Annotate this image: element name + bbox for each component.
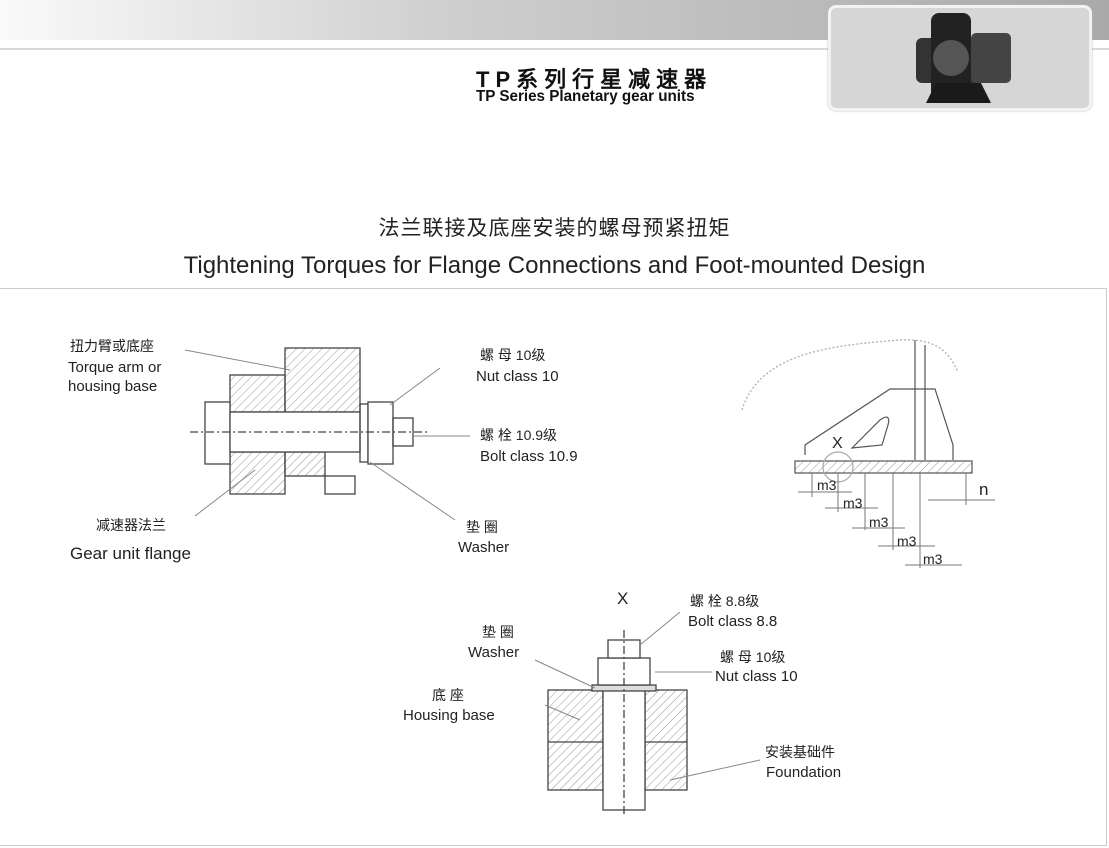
flange-bolt-drawing	[190, 347, 430, 495]
washer2-label-cn: 垫 圈	[482, 624, 514, 640]
foundation-label-cn: 安装基础件	[765, 744, 835, 760]
m3-label: m3	[843, 495, 863, 511]
foot-mounted-drawing	[741, 339, 973, 483]
bolt88-label-cn: 螺 栓 8.8级	[690, 593, 760, 609]
detail-leader-lines	[534, 611, 761, 781]
flange-leader-lines	[184, 349, 470, 521]
diagram-frame	[0, 288, 1107, 846]
base-label-cn: 底 座	[432, 687, 464, 703]
flange-label-cn: 减速器法兰	[96, 517, 166, 533]
base-label-en: Housing base	[403, 707, 495, 724]
foot-dimension-lines	[798, 473, 995, 568]
nut-label-cn: 螺 母 10级	[480, 347, 546, 363]
m3-label: m3	[869, 514, 889, 530]
detail-x-title: X	[617, 589, 629, 608]
flange-label-en: Gear unit flange	[70, 544, 191, 563]
m3-label: m3	[897, 533, 917, 549]
detail-x-marker: X	[832, 435, 843, 452]
m3-label: m3	[817, 477, 837, 493]
nut2-label-en: Nut class 10	[715, 668, 798, 685]
torque-arm-label-en-1: Torque arm or	[68, 359, 162, 376]
m3-label: m3	[923, 551, 943, 567]
bolt88-label-en: Bolt class 8.8	[688, 613, 778, 630]
washer2-label-en: Washer	[468, 644, 520, 661]
header-divider	[0, 48, 1109, 50]
product-image	[828, 5, 1092, 111]
series-title-cn: TP系列行星减速器	[476, 67, 713, 92]
page-title-en: Tightening Torques for Flange Connection…	[183, 252, 926, 279]
washer-label-cn: 垫 圈	[466, 519, 498, 535]
nut-label-en: Nut class 10	[476, 368, 559, 385]
gear-unit-icon	[916, 13, 1011, 103]
detail-x-drawing	[547, 630, 688, 815]
washer-label-en: Washer	[458, 539, 510, 556]
series-title-en: TP Series Planetary gear units	[476, 88, 695, 105]
foundation-label-en: Foundation	[766, 764, 842, 781]
torque-arm-label-cn: 扭力臂或底座	[70, 338, 154, 354]
bolt-label-cn: 螺 栓 10.9级	[480, 427, 558, 443]
torque-arm-label-en-2: housing base	[68, 378, 158, 395]
nut2-label-cn: 螺 母 10级	[720, 649, 786, 665]
bolt-label-en: Bolt class 10.9	[480, 448, 578, 465]
page-title-cn: 法兰联接及底座安装的螺母预紧扭矩	[378, 217, 731, 240]
n-label: n	[979, 480, 989, 499]
